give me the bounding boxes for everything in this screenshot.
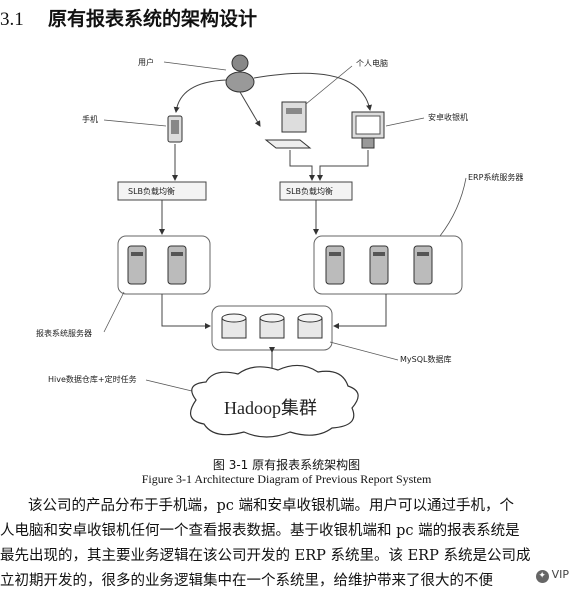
slb-right-label: SLB负载均衡 <box>286 186 333 196</box>
server-icon <box>369 245 389 285</box>
section-heading: 3.1 原有报表系统的架构设计 <box>0 4 257 31</box>
figure-caption-en: Figure 3-1 Architecture Diagram of Previ… <box>141 472 432 486</box>
report-server-label: 报表系统服务器 <box>36 328 92 338</box>
server-icon <box>127 245 147 285</box>
pos-label: 安卓收银机 <box>428 112 468 122</box>
vip-label: VIP <box>551 568 569 581</box>
body-line: 人电脑和安卓收银机任何一个查看报表数据。基于收银机端和 pc 端的报表系统是 <box>0 523 520 539</box>
body-line: 最先出现的，其主要业务逻辑在该公司开发的 ERP 系统里。该 ERP 系统是公司… <box>0 548 531 564</box>
server-icon <box>413 245 433 285</box>
database-icon <box>297 313 323 339</box>
section-number: 3.1 <box>0 9 24 30</box>
hive-label: Hive数据仓库+定时任务 <box>48 374 137 384</box>
pc-label: 个人电脑 <box>356 58 388 68</box>
vip-icon: ✦ <box>535 570 549 583</box>
phone-label: 手机 <box>82 114 98 124</box>
database-icon <box>259 313 285 339</box>
pos-terminal-icon <box>351 111 385 149</box>
user-icon <box>225 54 255 93</box>
figure-caption-cn: 图 3-1 原有报表系统架构图 <box>212 458 361 472</box>
user-label: 用户 <box>138 57 154 67</box>
hadoop-cloud <box>189 364 359 438</box>
body-paragraph: 该公司的产品分布于手机端，pc 端和安卓收银机端。用户可以通过手机，个 人电脑和… <box>0 494 573 594</box>
body-line: 该公司的产品分布于手机端，pc 端和安卓收银机端。用户可以通过手机，个 <box>28 498 515 514</box>
server-icon <box>167 245 187 285</box>
slb-left-label: SLB负载均衡 <box>128 186 175 196</box>
body-line: 立初期开发的，很多的业务逻辑集中在一个系统里，给维护带来了很大的不便 <box>0 573 493 589</box>
section-title: 原有报表系统的架构设计 <box>48 8 258 30</box>
hadoop-label: Hadoop集群 <box>224 398 317 418</box>
server-icon <box>325 245 345 285</box>
pc-icon <box>264 101 312 149</box>
vip-badge[interactable]: ✦VIP <box>531 566 573 585</box>
database-icon <box>221 313 247 339</box>
erp-server-label: ERP系统服务器 <box>468 172 523 182</box>
mysql-label: MySQL数据库 <box>400 354 451 364</box>
phone-icon <box>167 115 183 143</box>
architecture-diagram: 用户 手机 个人电脑 安卓收银机 SLB负载均衡 SLB负载均衡 ERP系统服务… <box>36 54 523 438</box>
